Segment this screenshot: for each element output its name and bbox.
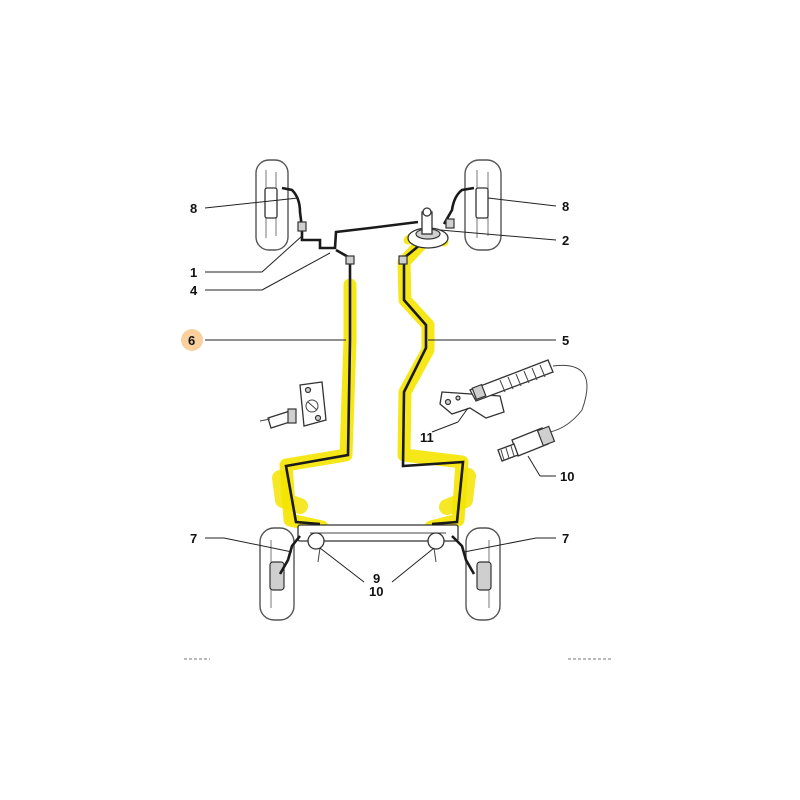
hose-thread-icon xyxy=(469,359,554,402)
wheel-front-left xyxy=(255,159,289,251)
bleed-union xyxy=(259,408,297,429)
highlight-rear-right xyxy=(439,468,476,515)
highlight-pipe-5 xyxy=(397,238,469,534)
callout-8-right: 8 xyxy=(562,199,569,214)
callout-2: 2 xyxy=(562,233,569,248)
callout-4: 4 xyxy=(190,283,198,298)
wheel-front-right xyxy=(464,159,502,251)
union-pipe-5 xyxy=(398,255,408,265)
highlighted-pipes xyxy=(272,229,476,534)
callout-5: 5 xyxy=(562,333,569,348)
callout-6: 6 xyxy=(188,333,195,348)
brake-pipes xyxy=(278,186,476,575)
pipe-5 xyxy=(401,242,465,526)
front-left-hose xyxy=(281,186,304,229)
callout-10-bottom: 10 xyxy=(369,584,383,599)
hose-fitting-icon xyxy=(497,425,556,462)
wheel-rear-right xyxy=(465,527,501,621)
callout-1: 1 xyxy=(190,265,197,280)
rear-axle xyxy=(297,524,459,563)
flexible-hose xyxy=(439,359,588,462)
callout-11: 11 xyxy=(420,430,434,445)
junction-bracket xyxy=(299,381,327,427)
leader-lines xyxy=(204,197,557,583)
callout-9: 9 xyxy=(373,571,380,586)
union-pipe-6 xyxy=(345,255,355,265)
callout-8-left: 8 xyxy=(190,201,197,216)
callout-7-left: 7 xyxy=(190,531,197,546)
front-cross-pipe xyxy=(300,220,419,250)
callout-7-right: 7 xyxy=(562,531,569,546)
union-front-left xyxy=(297,221,307,232)
highlight-rear-left xyxy=(272,470,308,514)
front-right-hose xyxy=(442,186,475,225)
rear-left-hose xyxy=(278,535,302,575)
rear-right-hose xyxy=(451,535,476,575)
callout-10-right: 10 xyxy=(560,469,574,484)
callout-6-marker xyxy=(181,329,203,351)
union-front-right xyxy=(445,218,455,229)
wheel-rear-left xyxy=(259,527,295,621)
brake-pressure-regulator xyxy=(407,207,449,249)
callout-labels: 8 8 2 1 4 6 5 11 10 7 7 9 10 xyxy=(188,199,574,599)
